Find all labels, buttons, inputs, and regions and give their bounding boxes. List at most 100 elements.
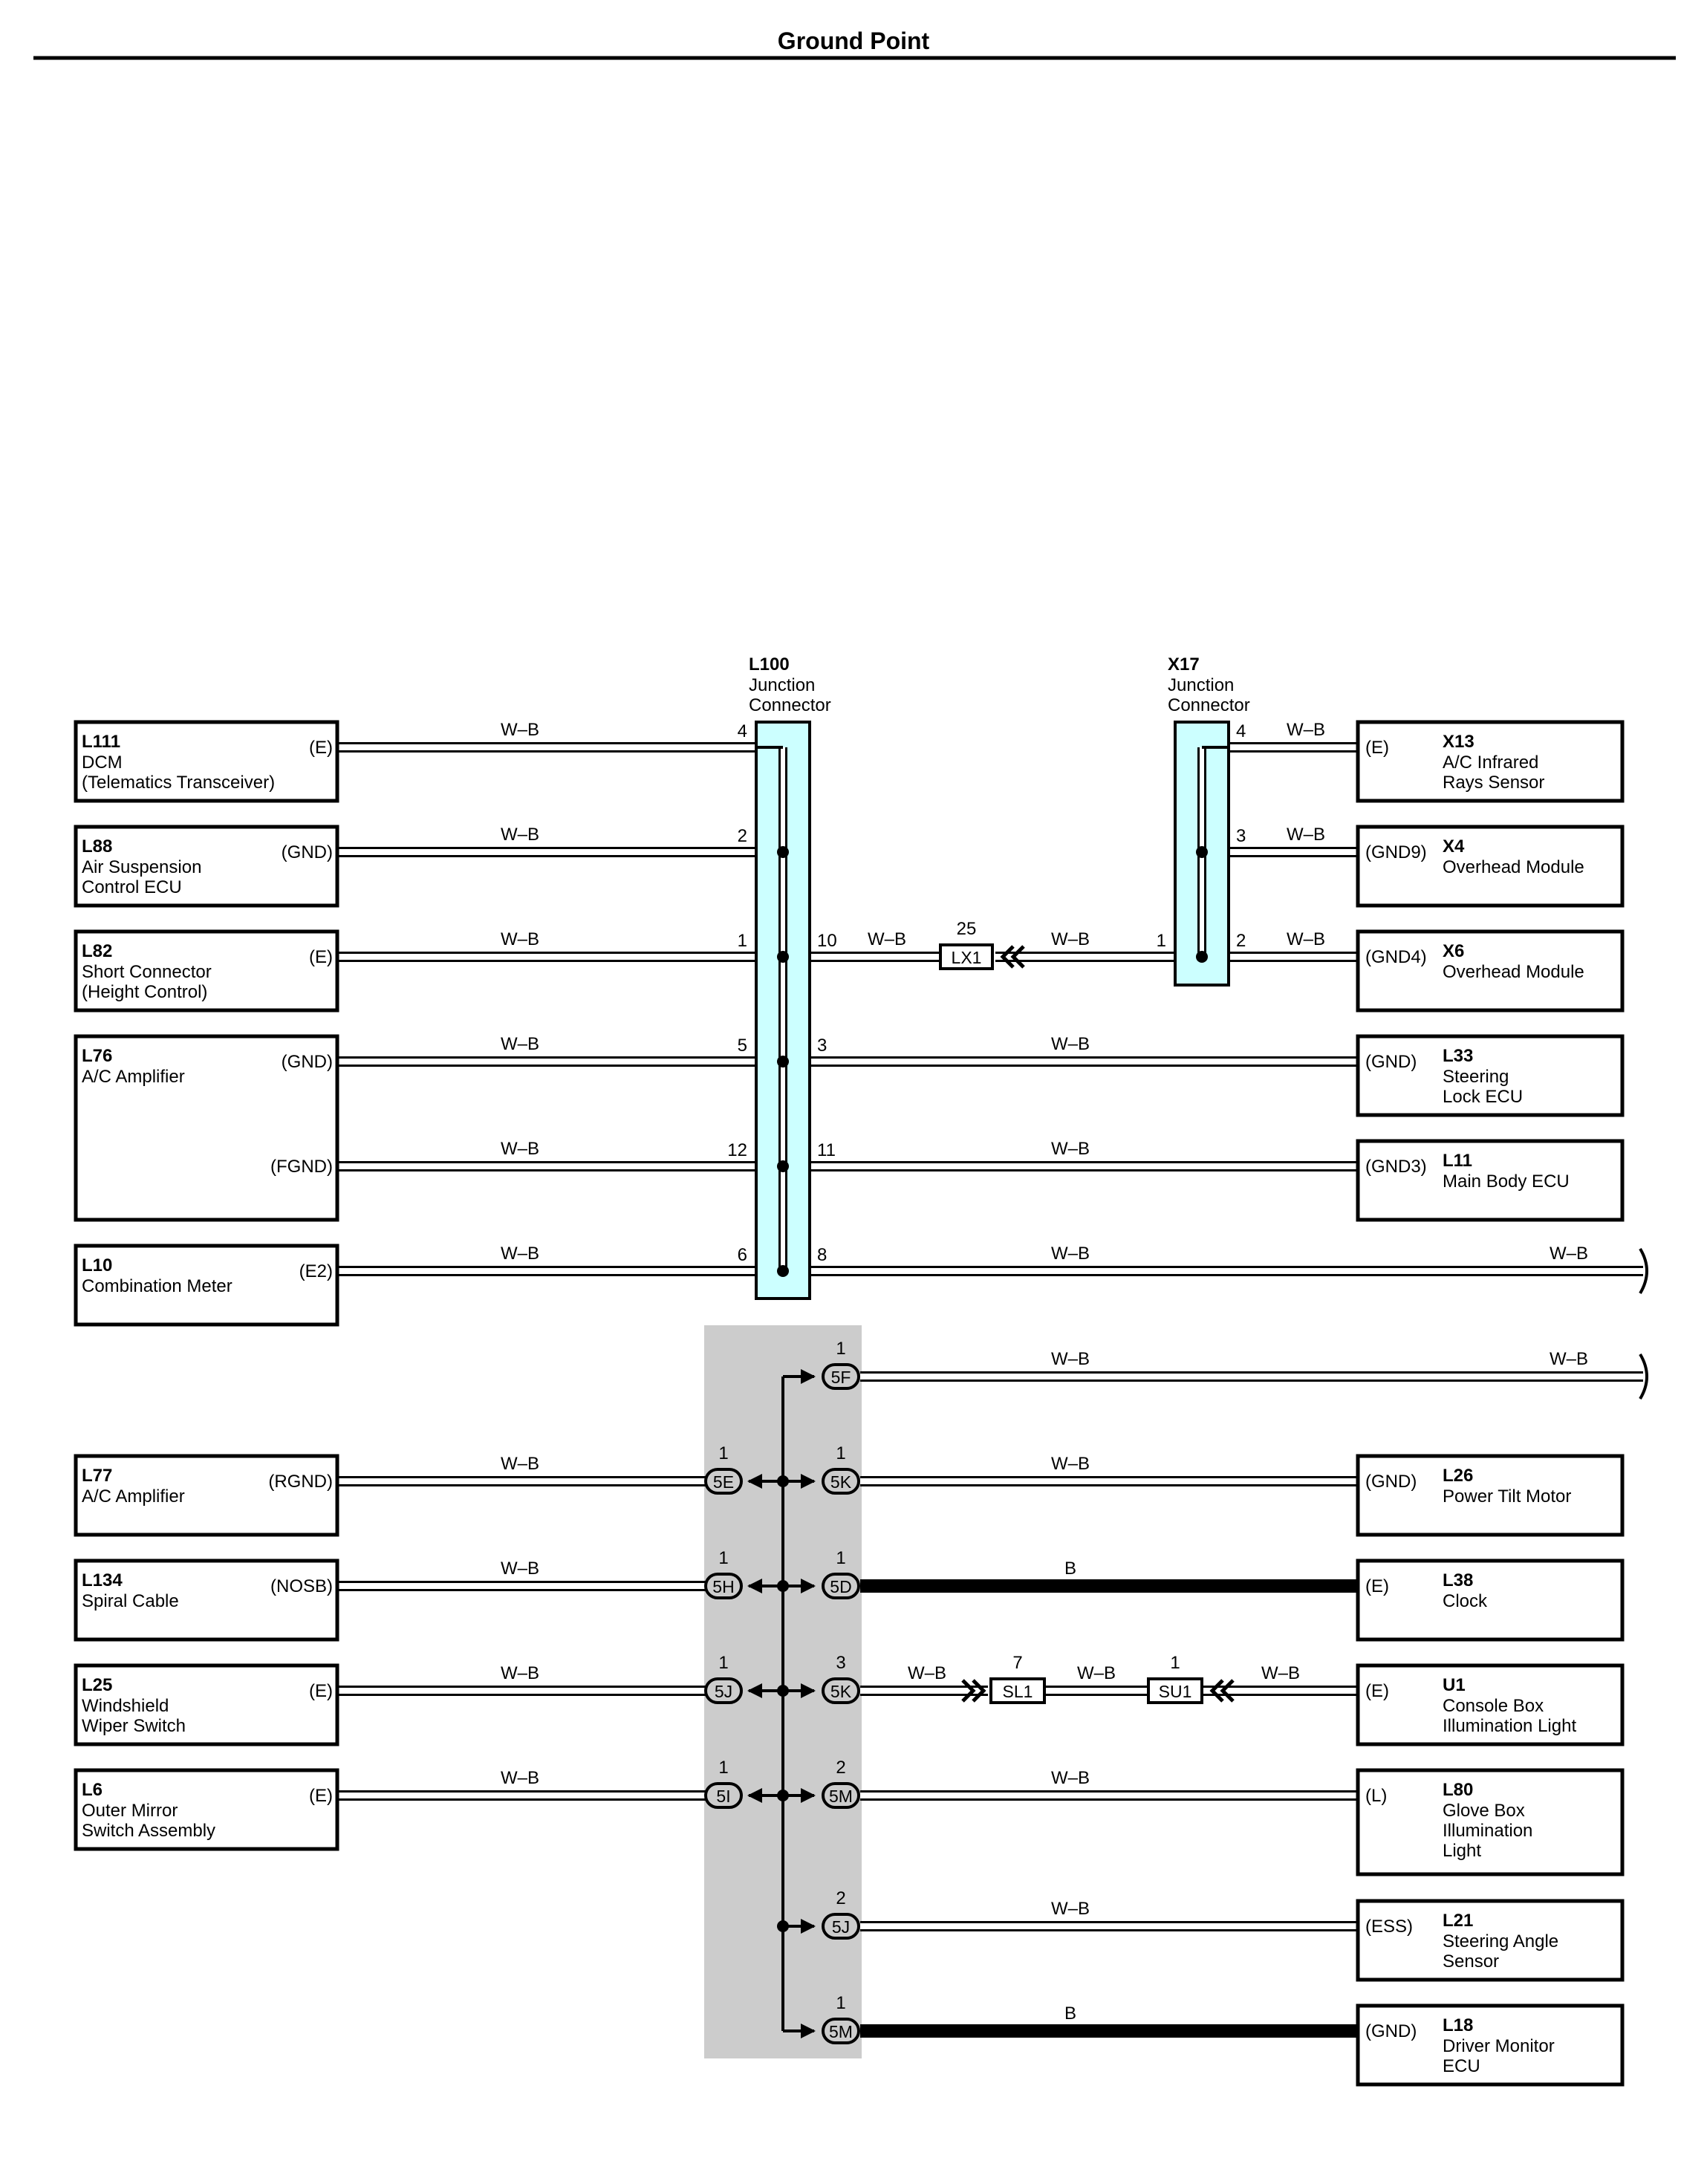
u1-id: U1	[1443, 1675, 1466, 1695]
lx1-label: LX1	[952, 948, 982, 967]
wire-color-out-2: W–B	[1550, 1349, 1588, 1369]
splice-5k-label: 5K	[830, 1472, 852, 1492]
wire-color-x13: W–B	[1287, 720, 1325, 740]
l25-id: L25	[82, 1675, 112, 1695]
l100-pin-3: 3	[817, 1036, 827, 1056]
l111-terminal: (E)	[309, 738, 333, 758]
l88-id: L88	[82, 836, 112, 857]
l82-name-1: Short Connector	[82, 962, 212, 982]
l18-id: L18	[1443, 2015, 1473, 2035]
l10-terminal: (E2)	[299, 1261, 333, 1281]
l80-name-2: Illumination	[1443, 1821, 1532, 1841]
splice-5m-label: 5M	[829, 1787, 853, 1806]
l77-id: L77	[82, 1466, 112, 1486]
l80-name-3: Light	[1443, 1841, 1481, 1861]
wire-color-l18: B	[1064, 2003, 1076, 2024]
wire-color-l80: W–B	[1051, 1768, 1090, 1788]
l88-name-2: Control ECU	[82, 877, 182, 897]
l77-terminal: (RGND)	[268, 1472, 333, 1492]
l80-terminal: (L)	[1365, 1786, 1387, 1806]
l134-id: L134	[82, 1570, 123, 1590]
l111-name-1: DCM	[82, 753, 123, 773]
wire-color-l38: B	[1064, 1559, 1076, 1579]
l100-pin-1: 1	[738, 931, 747, 951]
page-title: Ground Point	[778, 27, 930, 54]
wire-color-labels: W–B W–B W–B W–B W–B W–B W–B W–B W–B W–B …	[501, 720, 1588, 2024]
l134-name-1: Spiral Cable	[82, 1591, 179, 1611]
x13-terminal: (E)	[1365, 738, 1389, 758]
wire-color-l33: W–B	[1051, 1034, 1090, 1054]
splice-5i-label: 5I	[716, 1787, 730, 1806]
l76-terminal-gnd: (GND)	[282, 1052, 333, 1072]
x17-name-1: Junction	[1168, 675, 1234, 695]
wire-break-1	[1639, 1247, 1648, 1295]
splice-5j-pin: 2	[836, 1888, 845, 1908]
l77-name-1: A/C Amplifier	[82, 1486, 185, 1507]
l100-name-2: Connector	[749, 695, 831, 715]
wire-color-l76-fgnd: W–B	[501, 1139, 539, 1159]
wire-color-l77: W–B	[501, 1454, 539, 1474]
splice-5j-left-pin: 1	[718, 1653, 728, 1673]
splice-5m-2-label: 5M	[829, 2022, 853, 2041]
splice-5i-pin: 1	[718, 1758, 728, 1778]
sl1-pin: 7	[1012, 1653, 1022, 1673]
x13-name-1: A/C Infrared	[1443, 753, 1538, 773]
l26-name-1: Power Tilt Motor	[1443, 1486, 1571, 1507]
l11-id: L11	[1443, 1151, 1472, 1171]
wire-break-2	[1639, 1353, 1648, 1400]
l38-terminal: (E)	[1365, 1576, 1389, 1596]
l100-pin-2: 2	[738, 826, 747, 846]
l100-pin-4: 4	[738, 721, 747, 741]
x17-pin-3: 3	[1236, 826, 1246, 846]
l25-name-1: Windshield	[82, 1696, 169, 1716]
splice-5k-2-pin: 3	[836, 1653, 845, 1673]
l100-pin-10: 10	[817, 931, 837, 951]
l6-id: L6	[82, 1780, 103, 1800]
lx1-pin: 25	[957, 919, 977, 939]
l21-terminal: (ESS)	[1365, 1917, 1413, 1937]
x17-pin-2: 2	[1236, 931, 1246, 951]
left-components	[74, 720, 339, 1851]
l33-id: L33	[1443, 1046, 1473, 1066]
sl1-label: SL1	[1003, 1682, 1033, 1701]
l21-name-1: Steering Angle	[1443, 1931, 1558, 1951]
l111-name-2: (Telematics Transceiver)	[82, 773, 275, 793]
l6-terminal: (E)	[309, 1786, 333, 1806]
l21-id: L21	[1443, 1911, 1473, 1931]
right-components	[1356, 720, 1625, 2087]
l26-terminal: (GND)	[1365, 1472, 1417, 1492]
x17-pin-1: 1	[1157, 931, 1166, 951]
x13-name-2: Rays Sensor	[1443, 773, 1544, 793]
l6-name-2: Switch Assembly	[82, 1821, 215, 1841]
x6-terminal: (GND4)	[1365, 947, 1427, 967]
wire-color-x4: W–B	[1287, 825, 1325, 845]
splice-5k-2-label: 5K	[830, 1682, 852, 1701]
x6-name-1: Overhead Module	[1443, 962, 1584, 982]
wire-color-l25: W–B	[501, 1663, 539, 1683]
wire-color-l88: W–B	[501, 825, 539, 845]
splice-5e-label: 5E	[713, 1472, 734, 1492]
splice-5m-pin: 2	[836, 1758, 845, 1778]
l80-name-1: Glove Box	[1443, 1801, 1525, 1821]
su1-label: SU1	[1159, 1682, 1192, 1701]
l18-name-1: Driver Monitor	[1443, 2036, 1555, 2056]
splice-5e-pin: 1	[718, 1443, 728, 1463]
l33-terminal: (GND)	[1365, 1052, 1417, 1072]
l100-junction-connector	[755, 721, 811, 1300]
su1-pin: 1	[1170, 1653, 1180, 1673]
wire-color-sl1-su1: W–B	[1077, 1663, 1116, 1683]
u1-name-2: Illumination Light	[1443, 1716, 1576, 1736]
l38-id: L38	[1443, 1570, 1473, 1590]
x4-id: X4	[1443, 836, 1465, 857]
l100-pin-12: 12	[727, 1140, 747, 1160]
wire-color-l100-8: W–B	[1051, 1244, 1090, 1264]
l76-terminal-fgnd: (FGND)	[270, 1157, 333, 1177]
wire-color-l82: W–B	[501, 929, 539, 949]
l25-name-2: Wiper Switch	[82, 1716, 186, 1736]
l88-name-1: Air Suspension	[82, 857, 201, 877]
wire-color-l26: W–B	[1051, 1454, 1090, 1474]
x13-id: X13	[1443, 732, 1474, 752]
l100-pin-8: 8	[817, 1245, 827, 1265]
wire-color-l11: W–B	[1051, 1139, 1090, 1159]
splice-5h-label: 5H	[712, 1577, 734, 1596]
